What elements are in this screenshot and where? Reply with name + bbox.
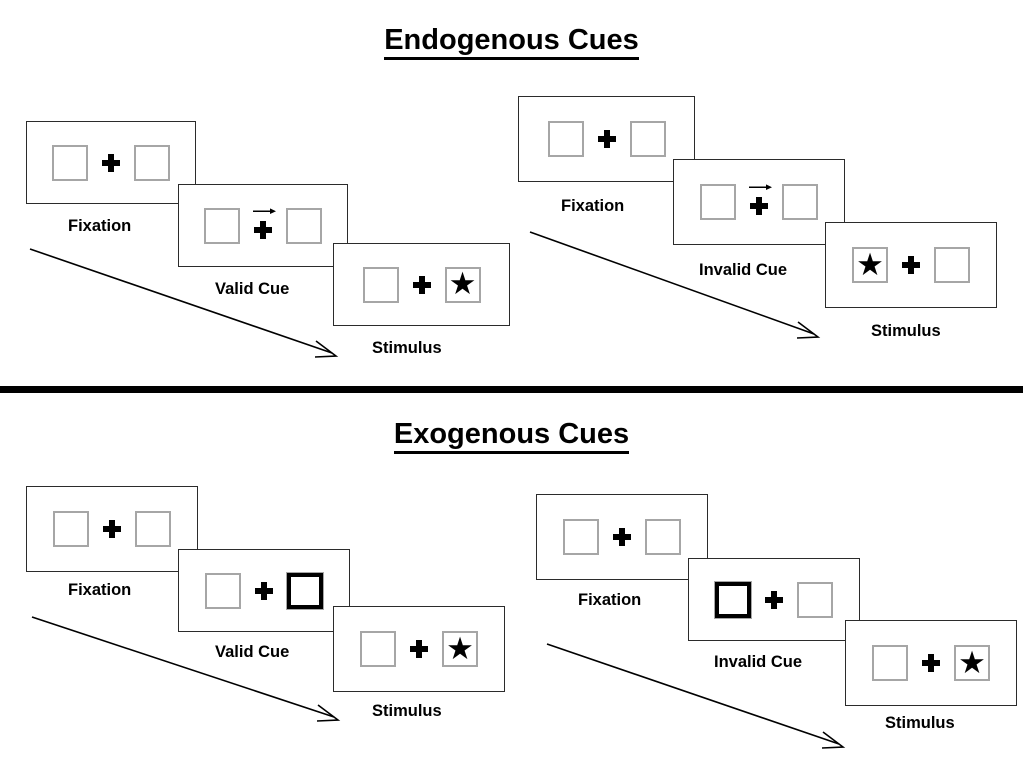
frame-exogenous-invalid-stimulus: ★ bbox=[845, 620, 1017, 706]
section-title-endogenous-text: Endogenous Cues bbox=[384, 24, 639, 60]
fixation-cross-wrap bbox=[918, 645, 944, 681]
fixation-cross-wrap bbox=[746, 184, 772, 220]
fixation-cross-wrap bbox=[898, 247, 924, 283]
star-target-icon: ★ bbox=[448, 266, 477, 301]
frame-exogenous-valid-fixation bbox=[26, 486, 198, 572]
stage-label-exogenous-valid-fixation: Fixation bbox=[68, 581, 132, 599]
placeholder-box-left bbox=[547, 121, 584, 157]
placeholder-box-left bbox=[362, 266, 399, 303]
placeholder-box-left bbox=[205, 572, 241, 609]
fixation-cross-wrap bbox=[406, 631, 432, 667]
placeholder-box-left bbox=[53, 511, 89, 547]
frame-exogenous-valid-stimulus: ★ bbox=[333, 606, 505, 692]
fixation-cross-wrap bbox=[250, 207, 276, 244]
star-target-icon: ★ bbox=[958, 644, 986, 680]
fixation-cross-icon bbox=[255, 581, 273, 600]
time-progression-arrow-exogenous-invalid bbox=[546, 643, 846, 749]
stage-label-endogenous-invalid-stimulus: Stimulus bbox=[871, 322, 941, 340]
placeholder-box-right bbox=[645, 519, 681, 555]
fixation-cross-icon bbox=[597, 130, 616, 148]
stage-label-endogenous-invalid-fixation: Fixation bbox=[561, 197, 625, 215]
frame-endogenous-invalid-fixation bbox=[518, 96, 695, 182]
fixation-cross-icon bbox=[103, 520, 121, 538]
fixation-cross-icon bbox=[922, 654, 940, 672]
stage-label-exogenous-invalid-cue: Invalid Cue bbox=[714, 653, 803, 671]
fixation-cross-wrap bbox=[594, 121, 620, 157]
frame-endogenous-valid-fixation bbox=[26, 121, 196, 204]
placeholder-box-left bbox=[872, 645, 908, 681]
section-divider bbox=[0, 386, 1023, 393]
cue-box-left-highlighted bbox=[714, 580, 752, 619]
fixation-cross-icon bbox=[613, 528, 631, 546]
frame-endogenous-valid-stimulus: ★ bbox=[333, 243, 510, 326]
time-progression-arrow-endogenous-invalid bbox=[529, 231, 821, 339]
cue-box-right-highlighted bbox=[286, 571, 324, 610]
fixation-cross-icon bbox=[412, 275, 431, 294]
stage-label-endogenous-valid-cue: Valid Cue bbox=[215, 280, 290, 298]
star-target-icon: ★ bbox=[856, 246, 884, 282]
frame-endogenous-invalid-stimulus: ★ bbox=[825, 222, 997, 308]
placeholder-box-left-target: ★ bbox=[852, 247, 888, 283]
fixation-cross-icon bbox=[750, 197, 768, 215]
placeholder-box-right bbox=[135, 511, 171, 547]
section-title-exogenous-text: Exogenous Cues bbox=[393, 418, 630, 454]
placeholder-box-right bbox=[629, 121, 666, 157]
stage-label-exogenous-invalid-fixation: Fixation bbox=[578, 591, 642, 609]
fixation-cross-wrap bbox=[98, 145, 124, 181]
frame-endogenous-valid-cue bbox=[178, 184, 348, 267]
placeholder-box-right-target: ★ bbox=[444, 266, 481, 303]
fixation-cross-wrap bbox=[609, 519, 635, 555]
arrow-right-icon bbox=[749, 184, 772, 190]
star-target-icon: ★ bbox=[446, 630, 474, 666]
fixation-cross-icon bbox=[902, 256, 920, 274]
fixation-cross-icon bbox=[102, 153, 120, 172]
placeholder-box-left bbox=[360, 631, 396, 667]
placeholder-box-left bbox=[700, 184, 736, 220]
stage-label-exogenous-invalid-stimulus: Stimulus bbox=[885, 714, 955, 732]
placeholder-box-right bbox=[286, 207, 322, 244]
placeholder-box-right-target: ★ bbox=[442, 631, 478, 667]
fixation-cross-icon bbox=[410, 640, 428, 658]
fixation-cross-wrap bbox=[409, 267, 435, 303]
placeholder-box-right bbox=[134, 144, 170, 181]
section-title-endogenous: Endogenous Cues bbox=[0, 24, 1023, 60]
placeholder-box-right bbox=[797, 581, 833, 618]
fixation-cross-wrap bbox=[251, 573, 277, 609]
arrow-right-icon bbox=[253, 207, 276, 214]
section-title-exogenous: Exogenous Cues bbox=[0, 418, 1023, 454]
fixation-cross-wrap bbox=[99, 511, 125, 547]
stage-label-exogenous-valid-stimulus: Stimulus bbox=[372, 702, 442, 720]
stage-label-endogenous-valid-stimulus: Stimulus bbox=[372, 339, 442, 357]
placeholder-box-left bbox=[204, 207, 240, 244]
fixation-cross-icon bbox=[254, 220, 272, 239]
frame-endogenous-invalid-cue bbox=[673, 159, 845, 245]
stage-label-endogenous-valid-fixation: Fixation bbox=[68, 217, 132, 235]
fixation-cross-icon bbox=[765, 590, 783, 609]
placeholder-box-right-target: ★ bbox=[954, 645, 990, 681]
fixation-cross-wrap bbox=[761, 582, 787, 618]
frame-exogenous-invalid-fixation bbox=[536, 494, 708, 580]
frame-exogenous-valid-cue bbox=[178, 549, 350, 632]
frame-exogenous-invalid-cue bbox=[688, 558, 860, 641]
stage-label-exogenous-valid-cue: Valid Cue bbox=[215, 643, 290, 661]
placeholder-box-left bbox=[563, 519, 599, 555]
stage-label-endogenous-invalid-cue: Invalid Cue bbox=[699, 261, 788, 279]
placeholder-box-right bbox=[934, 247, 970, 283]
placeholder-box-right bbox=[782, 184, 818, 220]
placeholder-box-left bbox=[52, 144, 88, 181]
